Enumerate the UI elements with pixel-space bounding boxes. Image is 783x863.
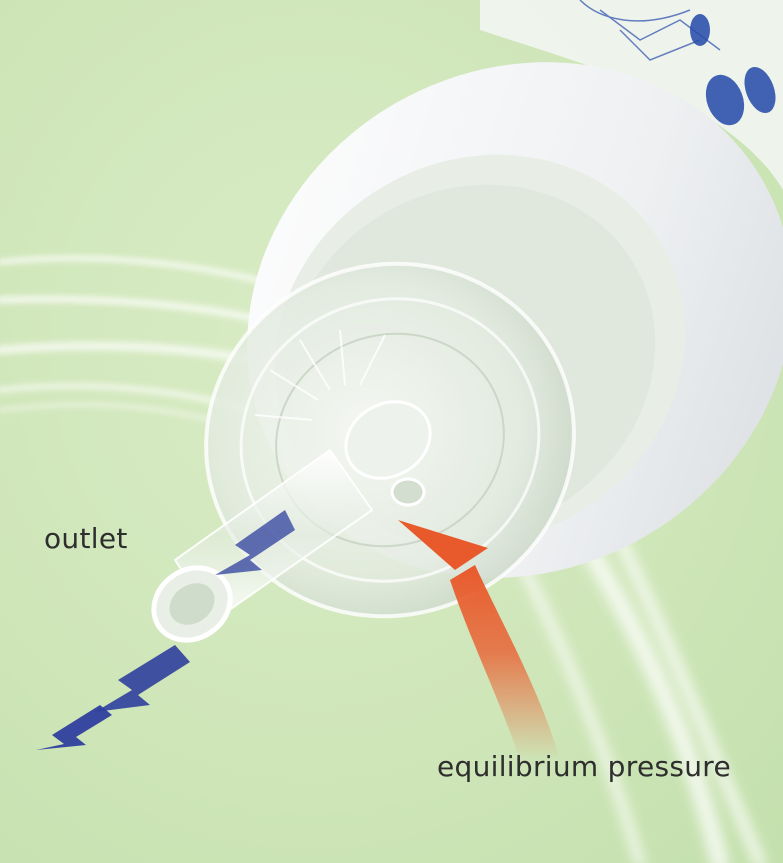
outlet-label: outlet: [44, 522, 128, 555]
outflow-arrow-icon: [36, 510, 295, 750]
equilibrium-pressure-label: equilibrium pressure: [437, 750, 732, 783]
intake-arrow-icon: [398, 520, 560, 760]
